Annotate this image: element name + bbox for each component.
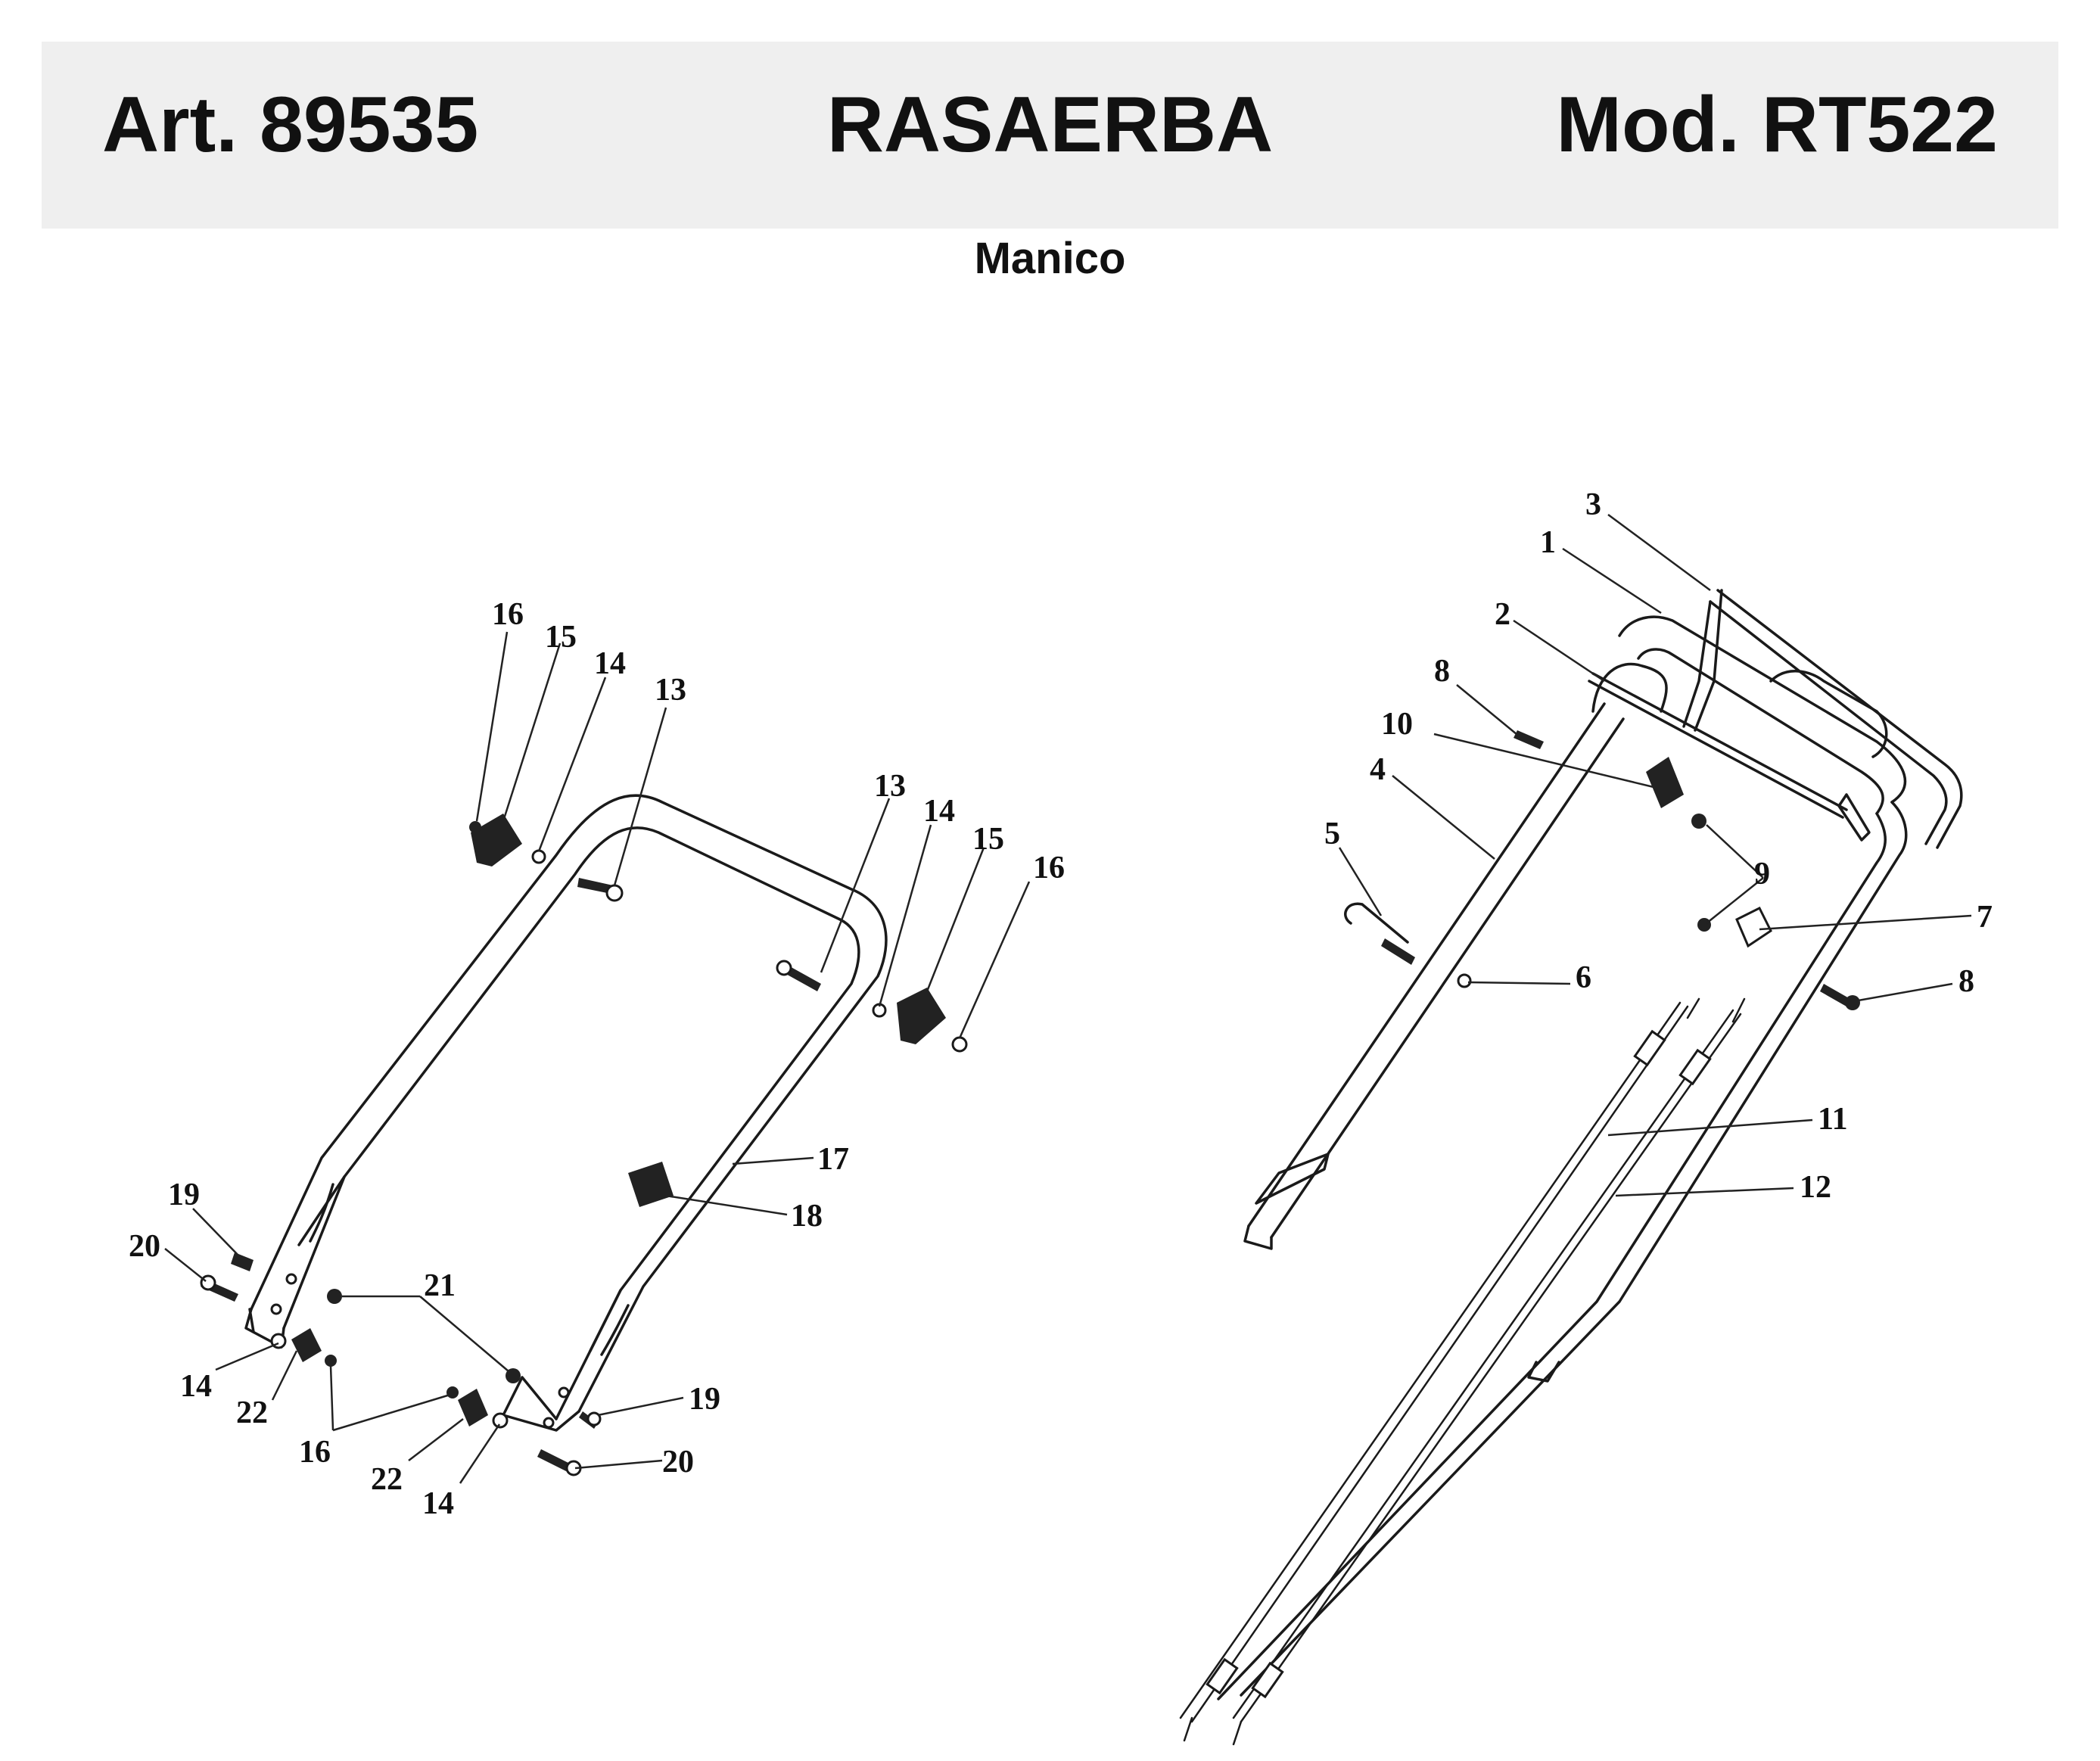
part-label: 20 xyxy=(662,1445,694,1479)
part-label: 8 xyxy=(1958,964,1974,999)
part-label: 14 xyxy=(594,646,626,681)
part-label: 14 xyxy=(923,794,955,829)
part-label: 13 xyxy=(874,769,906,804)
part-label: 8 xyxy=(1434,654,1450,689)
article-number: Art. 89535 xyxy=(102,81,479,169)
part-label: 18 xyxy=(791,1199,823,1234)
product-title: RASAERBA xyxy=(826,81,1274,169)
part-label: 16 xyxy=(492,597,524,632)
part-label: 7 xyxy=(1977,900,1993,935)
left-part-labels: 16 15 14 13 13 14 15 16 17 18 19 20 21 1… xyxy=(129,597,1065,1521)
section-subtitle: Manico xyxy=(974,234,1126,283)
part-label: 20 xyxy=(129,1229,160,1264)
part-label: 12 xyxy=(1800,1170,1831,1205)
lower-handle-drawing xyxy=(200,794,968,1476)
part-label: 16 xyxy=(1033,851,1065,885)
part-label: 22 xyxy=(236,1395,268,1430)
part-label: 16 xyxy=(299,1435,331,1470)
header-bar: Art. 89535 RASAERBA Mod. RT522 xyxy=(42,42,2058,229)
part-label: 5 xyxy=(1324,817,1340,851)
part-label: 15 xyxy=(972,822,1004,857)
part-label: 1 xyxy=(1540,525,1556,560)
part-label: 2 xyxy=(1495,597,1510,632)
part-label: 19 xyxy=(168,1178,200,1212)
part-label: 22 xyxy=(371,1462,403,1497)
part-label: 3 xyxy=(1585,487,1601,522)
part-label: 4 xyxy=(1370,752,1386,787)
part-label: 11 xyxy=(1818,1102,1848,1137)
part-label: 13 xyxy=(655,673,686,708)
part-label: 9 xyxy=(1754,857,1770,891)
part-label: 15 xyxy=(545,620,577,655)
upper-handle-drawing xyxy=(1179,589,1963,1746)
left-leader-lines xyxy=(164,631,1031,1484)
part-label: 6 xyxy=(1576,960,1591,995)
model-number: Mod. RT522 xyxy=(1556,81,1998,169)
right-leader-lines xyxy=(1338,513,1972,1197)
part-label: 14 xyxy=(180,1369,212,1404)
part-label: 21 xyxy=(424,1268,456,1303)
part-label: 19 xyxy=(689,1382,720,1417)
right-part-labels: 3 1 2 8 10 4 5 9 7 6 8 11 12 xyxy=(1324,487,1993,1205)
part-label: 17 xyxy=(817,1142,849,1177)
part-label: 10 xyxy=(1381,707,1413,742)
part-label: 14 xyxy=(422,1486,454,1521)
